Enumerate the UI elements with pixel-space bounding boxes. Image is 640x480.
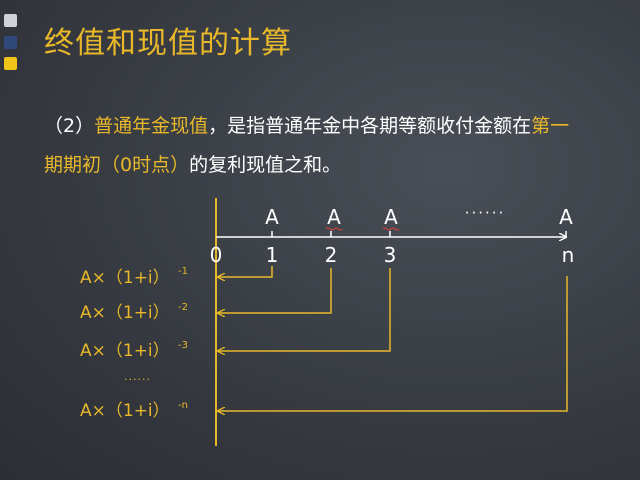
discount-arrow-2 — [218, 268, 332, 313]
definition-line-1: （2）普通年金现值，是指普通年金中各期等额收付金额在第一 — [44, 111, 569, 138]
tick-label: 0 — [210, 243, 223, 267]
pv-formula: A×（1+i） — [80, 401, 170, 421]
term-highlight: 普通年金现值 — [94, 115, 209, 137]
discount-arrow-1 — [218, 266, 273, 277]
formula-ellipsis: ······ — [124, 373, 151, 386]
slide-marker-yellow — [4, 57, 17, 70]
spellcheck-underline — [325, 227, 343, 231]
slide-marker-blue — [4, 36, 17, 49]
pv-formula: A×（1+i） — [80, 341, 170, 361]
highlight-first: 第一 — [531, 115, 570, 137]
spellcheck-underline — [382, 227, 400, 231]
definition-text-end: 的复利现值之和。 — [189, 154, 342, 176]
slide-title: 终值和现值的计算 — [44, 26, 292, 61]
pv-exponent: -2 — [178, 302, 188, 313]
item-number: （2） — [44, 115, 95, 137]
tick-label: n — [562, 243, 575, 267]
payment-label: A — [384, 205, 398, 229]
slide-marker-light — [4, 14, 17, 27]
tick-label: 2 — [325, 243, 338, 267]
pv-exponent: -n — [178, 400, 188, 411]
definition-line-2: 期期初（0时点）的复利现值之和。 — [44, 150, 341, 177]
discount-arrow-n — [218, 276, 568, 411]
pv-formula: A×（1+i） — [80, 303, 170, 323]
pv-exponent: -3 — [178, 340, 188, 351]
definition-text: ，是指普通年金中各期等额收付金额在 — [208, 115, 532, 137]
tick-label: 1 — [266, 243, 279, 267]
pv-exponent: -1 — [178, 266, 188, 277]
payment-label: A — [327, 205, 341, 229]
ellipsis-dots: ······ — [465, 204, 506, 222]
discount-arrow-3 — [218, 268, 391, 351]
highlight-period-start: 期期初（0时点） — [44, 154, 190, 176]
pv-formula: A×（1+i） — [80, 268, 170, 288]
payment-label: A — [265, 205, 279, 229]
tick-label: 3 — [384, 243, 397, 267]
payment-label: A — [559, 205, 573, 229]
